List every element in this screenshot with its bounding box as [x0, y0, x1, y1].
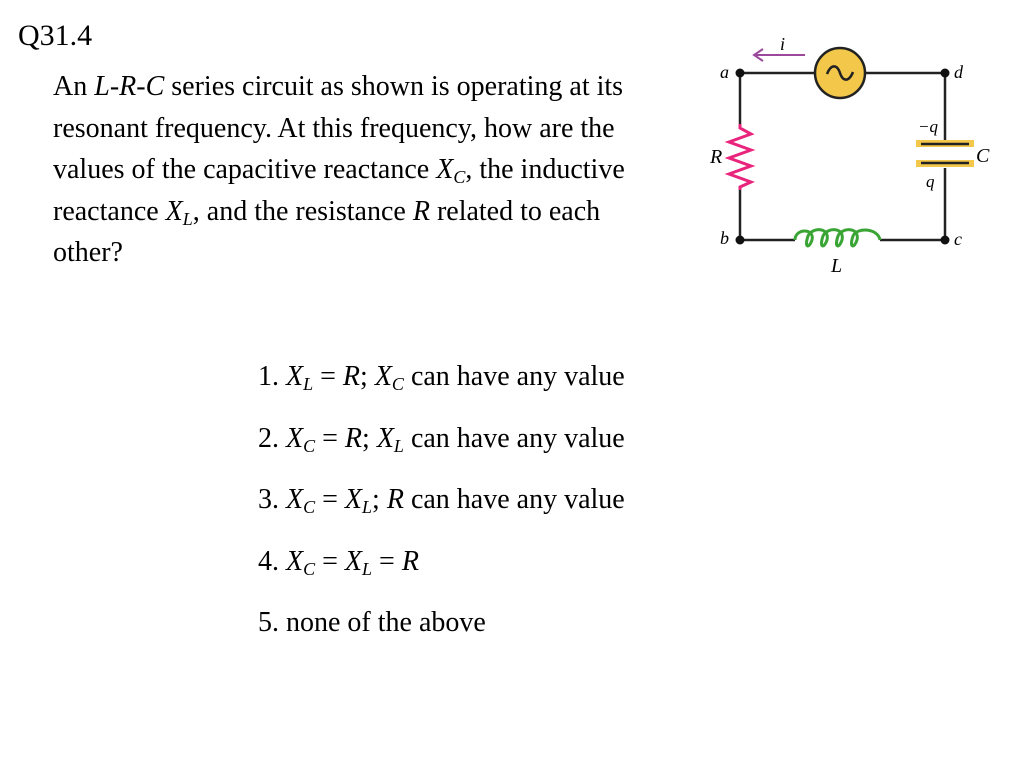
q-text: related to each other?	[53, 195, 601, 269]
inductor-icon	[793, 228, 882, 248]
q-var-c: C	[145, 71, 165, 102]
resistor-label: R	[709, 146, 722, 168]
current-arrow-icon	[752, 48, 805, 62]
ans-sep: ;	[362, 422, 377, 454]
ans-text: can have any value	[403, 484, 625, 515]
ans-var: R	[342, 361, 361, 392]
node-d	[940, 68, 950, 78]
resistor-icon	[724, 124, 756, 190]
node-a	[735, 68, 745, 78]
capacitor-icon	[916, 140, 974, 167]
ans-var: X	[344, 484, 363, 515]
q-var-l: L	[94, 71, 110, 102]
answer-number: 4.	[258, 545, 286, 577]
answer-option-4[interactable]: 4. XC = XL = R	[258, 531, 625, 593]
current-label: i	[780, 34, 785, 54]
ans-sep: ;	[372, 484, 387, 515]
node-b	[735, 235, 745, 245]
ans-text: can have any value	[403, 422, 625, 454]
question-number: Q31.4	[18, 19, 93, 52]
ans-sub: L	[393, 435, 404, 456]
answer-number: 1.	[258, 361, 286, 392]
ans-sub: C	[303, 435, 316, 456]
answer-option-1[interactable]: 1. XL = R; XC can have any value	[258, 346, 625, 408]
q-text: , and the resistance	[192, 195, 413, 227]
ans-text: none of the above	[286, 607, 486, 638]
ans-op: =	[313, 361, 343, 392]
answer-number: 3.	[258, 484, 286, 515]
answer-option-5[interactable]: 5. none of the above	[258, 592, 625, 654]
q-text: An	[53, 71, 95, 102]
ans-var: R	[344, 422, 363, 454]
ans-sub: C	[303, 558, 316, 579]
ans-op: =	[315, 545, 345, 577]
ans-text: can have any value	[403, 361, 625, 392]
q-text: , the inductive reactance	[53, 154, 625, 227]
q-sub: L	[182, 208, 193, 229]
answer-list: 1. XL = R; XC can have any value 2. XC =…	[258, 346, 625, 654]
ans-sub: L	[362, 497, 373, 517]
q-dash: -	[109, 71, 120, 102]
ans-var: X	[286, 545, 304, 577]
answer-option-2[interactable]: 2. XC = R; XL can have any value	[258, 408, 625, 470]
ans-var: X	[286, 361, 304, 392]
answer-option-3[interactable]: 3. XC = XL; R can have any value	[258, 469, 625, 531]
ans-var: X	[374, 361, 392, 392]
inductor-label: L	[830, 255, 842, 277]
ac-source-icon	[813, 46, 867, 100]
answer-number: 2.	[258, 422, 286, 454]
q-sub: C	[453, 167, 466, 187]
node-b-label: b	[720, 228, 729, 248]
capacitor-label: C	[976, 145, 990, 167]
ans-sub: C	[303, 497, 316, 517]
q-var-r: R	[412, 195, 430, 227]
ans-var: R	[401, 545, 419, 577]
q-dash: -	[136, 71, 146, 102]
q-var-r: R	[119, 71, 137, 102]
node-c-label: c	[954, 229, 962, 249]
ans-var: X	[376, 422, 394, 454]
node-c	[940, 235, 950, 245]
ans-sub: C	[391, 374, 404, 394]
answer-number: 5.	[258, 607, 286, 638]
question-text: An L-R-C series circuit as shown is oper…	[53, 66, 663, 274]
ans-op: =	[315, 484, 345, 515]
ans-op: =	[315, 422, 345, 454]
ans-var: X	[344, 545, 363, 577]
q-var-x: X	[165, 195, 183, 227]
ans-sub: L	[303, 374, 314, 394]
q-text: series circuit as shown is operating at …	[53, 71, 624, 185]
charge-bottom-label: q	[926, 172, 935, 191]
circuit-diagram: a b c d i R C L −q q	[709, 34, 990, 277]
node-d-label: d	[954, 62, 964, 82]
ans-sep: ;	[360, 361, 375, 392]
ans-op: =	[372, 545, 402, 577]
ans-sub: L	[362, 558, 373, 579]
q-var-x: X	[436, 154, 454, 185]
ans-var: X	[286, 422, 304, 454]
charge-top-label: −q	[918, 117, 938, 136]
circuit-wires	[738, 71, 947, 242]
node-a-label: a	[720, 62, 729, 82]
ans-var: X	[286, 484, 304, 515]
ans-var: R	[386, 484, 404, 515]
